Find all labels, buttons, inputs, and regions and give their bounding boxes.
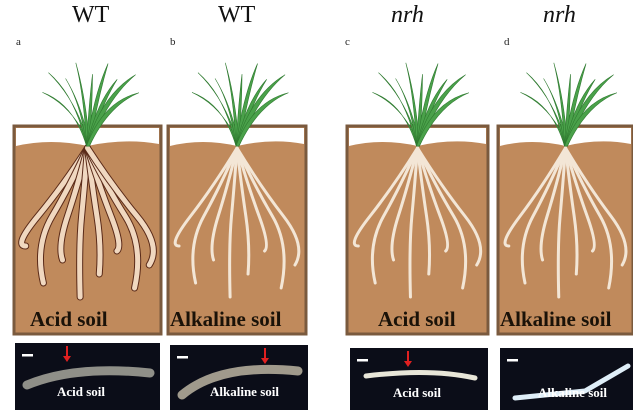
- root: [235, 146, 268, 253]
- genotype-title-d: nrh: [543, 2, 576, 28]
- root: [564, 146, 579, 276]
- red-arrow-icon: [261, 358, 269, 364]
- root: [503, 146, 567, 248]
- root: [235, 146, 301, 267]
- grass-leaf: [416, 92, 470, 147]
- soil-label-c: Acid soil: [378, 307, 456, 331]
- root: [370, 146, 419, 285]
- root: [539, 146, 567, 262]
- root: [85, 145, 156, 268]
- root: [416, 146, 468, 290]
- panel-letter-d: d: [504, 36, 510, 48]
- scale-bar: [357, 359, 368, 362]
- root: [416, 146, 450, 253]
- soil-box: [345, 124, 490, 336]
- panel-letter-c: c: [345, 36, 350, 48]
- root: [416, 146, 432, 276]
- genotype-title-c: nrh: [391, 2, 424, 28]
- root-photo: [350, 348, 488, 410]
- red-arrow-icon: [63, 356, 71, 362]
- root: [85, 145, 103, 277]
- root: [408, 146, 419, 299]
- genotype-title-b: WT: [218, 2, 256, 28]
- root: [173, 146, 239, 248]
- root: [210, 146, 239, 262]
- root: [235, 146, 251, 276]
- photo-label-c: Acid soil: [393, 385, 442, 400]
- genotype-title-a: WT: [72, 2, 110, 28]
- red-arrow-icon: [404, 361, 412, 367]
- grass-leaf: [235, 92, 289, 147]
- root: [228, 146, 239, 299]
- photo-label-d: Alkaline soil: [538, 385, 607, 400]
- panel-letter-b: b: [170, 36, 176, 48]
- soil-label-d: Alkaline soil: [500, 307, 612, 331]
- grass-leaf: [564, 92, 618, 147]
- root: [77, 145, 90, 300]
- root: [352, 146, 419, 248]
- root: [235, 146, 286, 290]
- root: [556, 146, 567, 299]
- soil-label-a: Acid soil: [30, 307, 108, 331]
- scale-bar: [177, 356, 188, 359]
- scale-bar: [22, 354, 33, 357]
- root: [564, 146, 628, 267]
- root: [191, 146, 239, 285]
- root-photo: [170, 345, 308, 410]
- root: [564, 146, 614, 290]
- photo-label-a: Acid soil: [57, 384, 106, 399]
- root: [564, 146, 596, 253]
- root: [520, 146, 567, 285]
- root: [416, 146, 483, 267]
- root-specimen: [177, 364, 303, 400]
- grass-leaf: [86, 92, 140, 147]
- root: [58, 145, 90, 263]
- soil-label-b: Alkaline soil: [170, 307, 282, 331]
- root-specimen: [363, 369, 478, 381]
- root-specimen: [22, 366, 155, 390]
- root-specimen: [512, 363, 631, 401]
- panel-letter-a: a: [16, 36, 21, 48]
- root: [390, 146, 419, 262]
- scale-bar: [507, 359, 518, 362]
- photo-label-b: Alkaline soil: [210, 384, 279, 399]
- root: [37, 145, 90, 286]
